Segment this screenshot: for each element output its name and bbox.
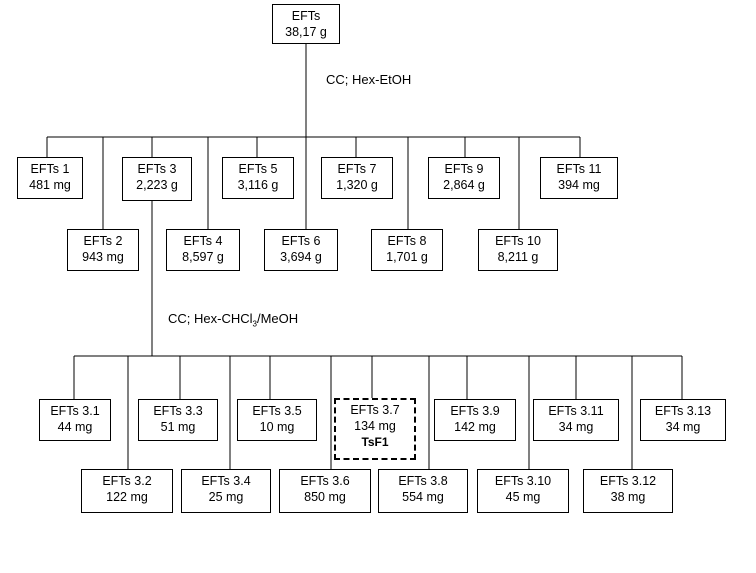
method-label-1: CC; Hex-EtOH <box>326 72 412 87</box>
node-subfraction-3-12: EFTs 3.12 38 mg <box>583 469 673 513</box>
node-mass: 2,864 g <box>443 178 485 192</box>
node-mass: 122 mg <box>106 490 148 504</box>
node-root: EFTs 38,17 g <box>272 4 340 44</box>
node-subfraction-3-2: EFTs 3.2 122 mg <box>81 469 173 513</box>
node-mass: 2,223 g <box>136 178 178 192</box>
node-name: EFTs 3 <box>137 162 177 176</box>
node-fraction-10: EFTs 10 8,211 g <box>478 229 558 271</box>
method-label-2-prefix: CC; Hex-CHCl <box>168 311 253 326</box>
node-mass: 8,211 g <box>497 250 539 264</box>
node-mass: 134 mg <box>354 419 396 433</box>
method-label-2-subscript: 3 <box>252 319 257 329</box>
node-fraction-8: EFTs 8 1,701 g <box>371 229 443 271</box>
node-name: EFTs 3.12 <box>599 474 657 488</box>
node-subfraction-3-3: EFTs 3.3 51 mg <box>138 399 218 441</box>
node-name: EFTs 3.10 <box>494 474 552 488</box>
node-subfraction-3-7: EFTs 3.7 134 mg TsF1 <box>334 398 416 460</box>
node-mass: 8,597 g <box>182 250 224 264</box>
node-name: EFTs 10 <box>495 234 541 248</box>
node-subfraction-3-1: EFTs 3.1 44 mg <box>39 399 111 441</box>
node-subfraction-3-11: EFTs 3.11 34 mg <box>533 399 619 441</box>
node-mass: 38,17 g <box>285 25 327 39</box>
node-mass: 3,694 g <box>280 250 322 264</box>
node-subfraction-3-9: EFTs 3.9 142 mg <box>434 399 516 441</box>
node-mass: 25 mg <box>208 490 244 504</box>
node-name: EFTs 1 <box>30 162 70 176</box>
node-fraction-6: EFTs 6 3,694 g <box>264 229 338 271</box>
node-name: EFTs 3.2 <box>102 474 152 488</box>
node-mass: 481 mg <box>29 178 71 192</box>
node-name: EFTs 3.3 <box>153 404 203 418</box>
node-subfraction-3-4: EFTs 3.4 25 mg <box>181 469 271 513</box>
node-name: EFTs 3.8 <box>398 474 448 488</box>
node-subfraction-3-13: EFTs 3.13 34 mg <box>640 399 726 441</box>
node-mass: 34 mg <box>665 420 701 434</box>
node-name: EFTs 5 <box>238 162 278 176</box>
node-subfraction-3-8: EFTs 3.8 554 mg <box>378 469 468 513</box>
node-mass: 10 mg <box>259 420 295 434</box>
node-fraction-2: EFTs 2 943 mg <box>67 229 139 271</box>
node-name: EFTs 7 <box>337 162 377 176</box>
node-mass: 38 mg <box>610 490 646 504</box>
node-name: EFTs 3.5 <box>252 404 302 418</box>
node-fraction-3: EFTs 3 2,223 g <box>122 157 192 201</box>
node-name: EFTs 3.9 <box>450 404 500 418</box>
node-subfraction-3-10: EFTs 3.10 45 mg <box>477 469 569 513</box>
node-name: EFTs 4 <box>183 234 223 248</box>
node-mass: 1,701 g <box>386 250 428 264</box>
node-fraction-11: EFTs 11 394 mg <box>540 157 618 199</box>
node-name: EFTs 3.7 <box>350 403 400 417</box>
node-mass: 142 mg <box>454 420 496 434</box>
node-mass: 394 mg <box>558 178 600 192</box>
method-label-2: CC; Hex-CHCl3/MeOH <box>168 311 298 329</box>
node-fraction-4: EFTs 4 8,597 g <box>166 229 240 271</box>
node-name: EFTs 3.1 <box>50 404 100 418</box>
node-name: EFTs 3.13 <box>654 404 712 418</box>
node-name: EFTs 11 <box>556 162 602 176</box>
node-mass: 34 mg <box>558 420 594 434</box>
node-fraction-5: EFTs 5 3,116 g <box>222 157 294 199</box>
node-mass: 45 mg <box>505 490 541 504</box>
node-subfraction-3-5: EFTs 3.5 10 mg <box>237 399 317 441</box>
highlight-tag: TsF1 <box>361 435 389 449</box>
node-mass: 850 mg <box>304 490 346 504</box>
node-name: EFTs 3.11 <box>548 404 604 418</box>
node-mass: 44 mg <box>57 420 93 434</box>
node-fraction-9: EFTs 9 2,864 g <box>428 157 500 199</box>
node-mass: 554 mg <box>402 490 444 504</box>
node-name: EFTs 3.6 <box>300 474 350 488</box>
node-name: EFTs 8 <box>387 234 427 248</box>
node-subfraction-3-6: EFTs 3.6 850 mg <box>279 469 371 513</box>
node-mass: 943 mg <box>82 250 124 264</box>
node-name: EFTs 6 <box>281 234 321 248</box>
node-name: EFTs 2 <box>83 234 123 248</box>
node-name: EFTs 3.4 <box>201 474 251 488</box>
node-fraction-7: EFTs 7 1,320 g <box>321 157 393 199</box>
node-mass: 1,320 g <box>336 178 378 192</box>
node-name: EFTs <box>291 9 321 23</box>
node-mass: 3,116 g <box>237 178 279 192</box>
node-fraction-1: EFTs 1 481 mg <box>17 157 83 199</box>
node-name: EFTs 9 <box>444 162 484 176</box>
method-label-2-suffix: /MeOH <box>256 311 299 326</box>
node-mass: 51 mg <box>160 420 196 434</box>
